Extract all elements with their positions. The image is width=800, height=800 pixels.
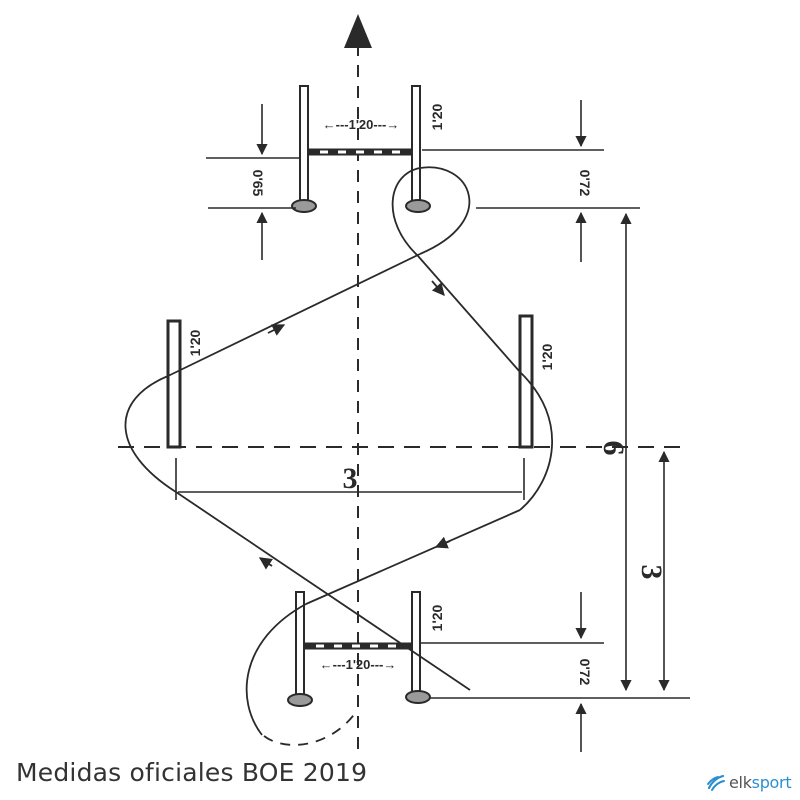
pole-height-bottom-label: 1'20 xyxy=(429,604,445,631)
span-half-label: 3 xyxy=(635,565,668,580)
riding-path xyxy=(124,166,553,746)
span-width-label: 3 xyxy=(343,462,358,495)
elk-mark-icon xyxy=(707,774,725,791)
gap-top-right-label: 0'72 xyxy=(577,170,593,197)
gate-width-bottom-label: ←---1'20---→ xyxy=(320,657,397,672)
logo-elk: elk xyxy=(729,772,752,792)
top-gate xyxy=(291,85,431,213)
direction-arrow-icon xyxy=(344,14,372,48)
pole-height-top-label: 1'20 xyxy=(429,103,445,130)
gate-width-top-label: ←---1'20---→ xyxy=(323,117,400,132)
span-total-label: 6 xyxy=(597,441,630,456)
logo-sport: sport xyxy=(751,772,792,792)
gap-bottom-right-label: 0'72 xyxy=(577,659,593,686)
gap-top-left-label: 0'65 xyxy=(250,170,266,197)
bottom-gate xyxy=(287,591,431,707)
dimension-lines xyxy=(175,100,690,752)
center-axis xyxy=(344,14,372,752)
right-panel xyxy=(518,314,534,449)
left-panel-label: 1'20 xyxy=(187,329,203,356)
left-panel xyxy=(166,319,182,449)
caption: Medidas oficiales BOE 2019 xyxy=(16,758,368,787)
right-panel-label: 1'20 xyxy=(539,343,555,370)
